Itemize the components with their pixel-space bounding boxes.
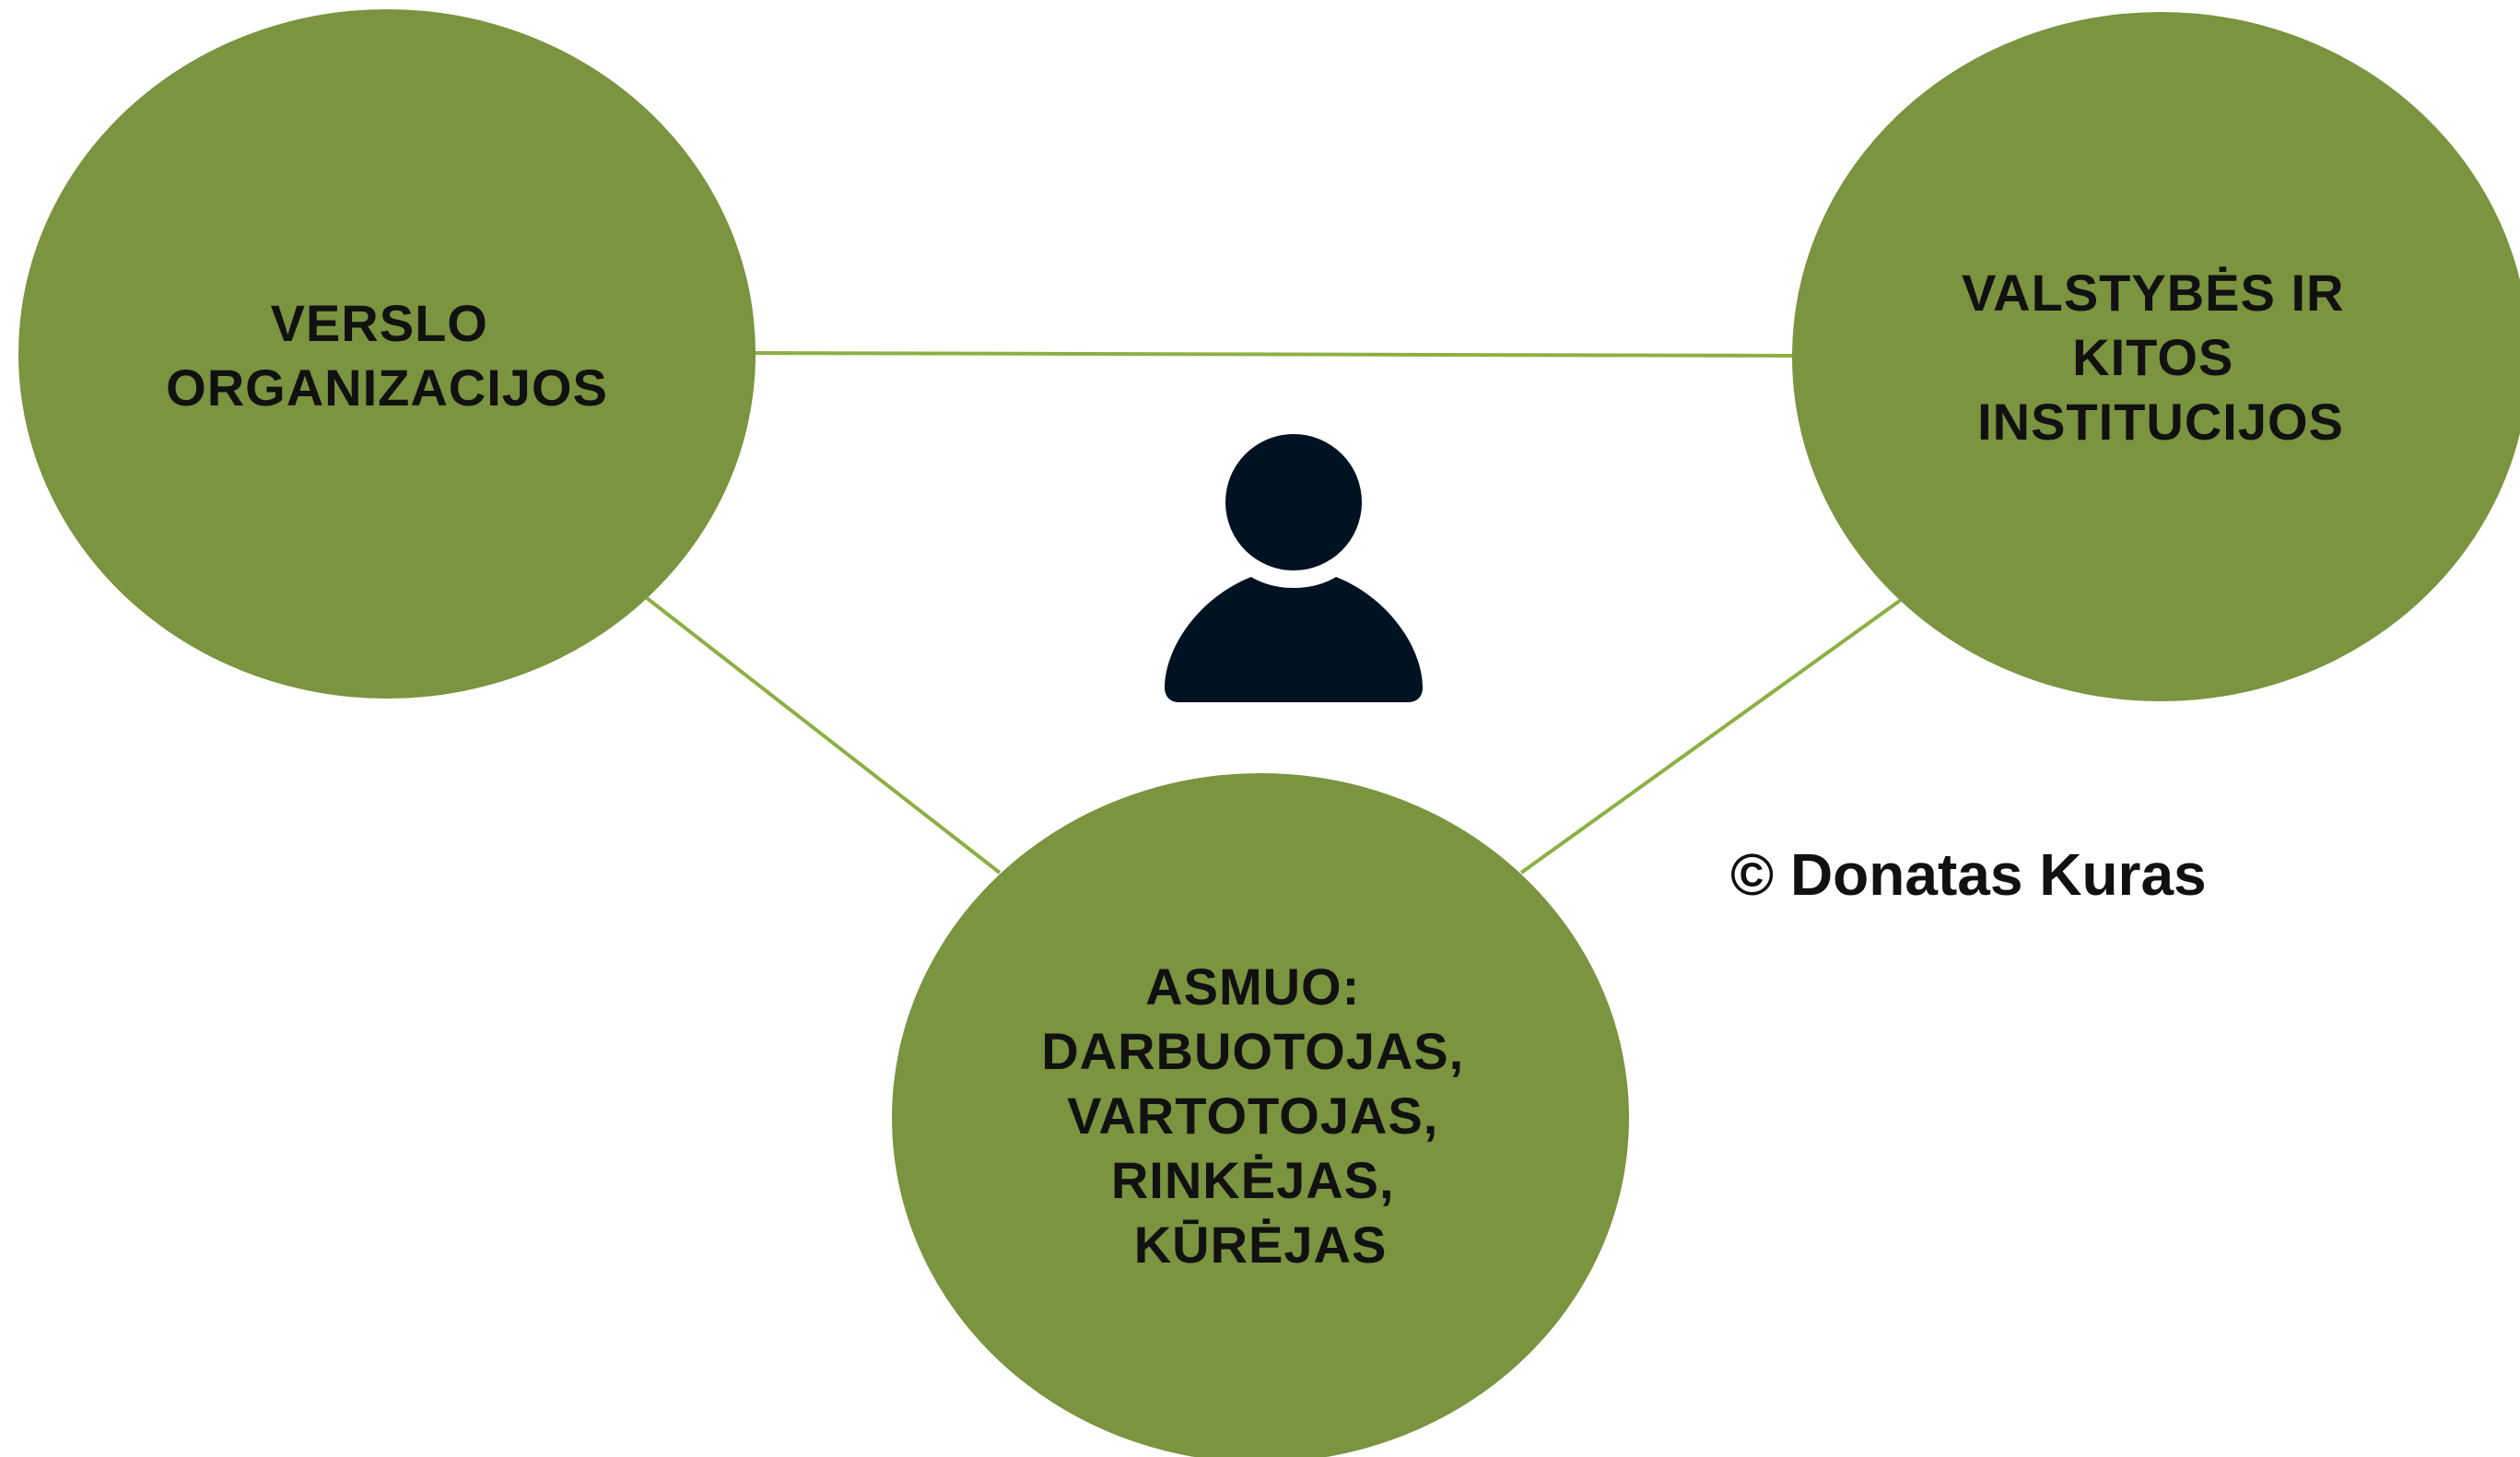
node-person-line: KŪRĖJAS	[1134, 1216, 1388, 1274]
node-person-label: ASMUO: DARBUOTOJAS, VARTOTOJAS, RINKĖJAS…	[1041, 958, 1480, 1274]
node-state-line: VALSTYBĖS IR	[1962, 264, 2344, 322]
copyright-credit: © Donatas Kuras	[1730, 841, 2207, 908]
node-state-label: VALSTYBĖS IR KITOS INSTITUCIJOS	[1962, 264, 2360, 451]
connector-state-person	[1519, 598, 1903, 875]
node-state-line: INSTITUCIJOS	[1977, 393, 2344, 451]
node-person-line: VARTOTOJAS,	[1067, 1087, 1438, 1145]
node-person: ASMUO: DARBUOTOJAS, VARTOTOJAS, RINKĖJAS…	[892, 773, 1629, 1457]
node-business-line: VERSLO	[271, 294, 488, 352]
node-person-line: RINKĖJAS,	[1111, 1151, 1395, 1209]
connector-business-state	[753, 351, 1796, 358]
node-state-institutions: VALSTYBĖS IR KITOS INSTITUCIJOS	[1792, 12, 2520, 701]
node-person-line: DARBUOTOJAS,	[1041, 1022, 1464, 1080]
node-business-circle	[18, 9, 756, 699]
node-state-line: KITOS	[2072, 328, 2233, 386]
node-person-line: ASMUO:	[1145, 958, 1360, 1016]
node-business-label: VERSLO ORGANIZACIJOS	[166, 294, 608, 417]
node-person-circle	[892, 773, 1629, 1457]
node-business-organizations: VERSLO ORGANIZACIJOS	[18, 9, 756, 699]
node-state-circle	[1792, 12, 2520, 701]
person-icon-body	[1165, 577, 1423, 702]
person-icon	[1165, 434, 1423, 702]
connectors	[645, 351, 1903, 875]
node-business-line: ORGANIZACIJOS	[166, 358, 608, 417]
connector-business-person	[645, 596, 1002, 875]
person-icon-head	[1225, 434, 1362, 570]
